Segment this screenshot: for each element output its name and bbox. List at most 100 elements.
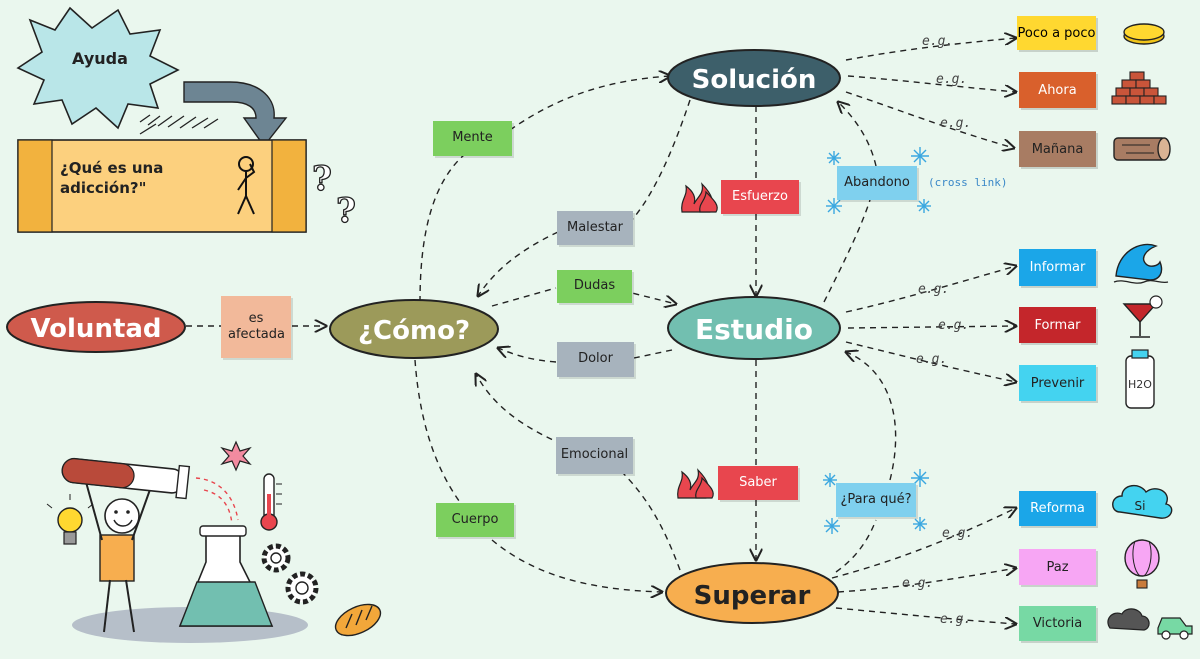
edge-abandono-solucion xyxy=(838,102,877,167)
link-esfuerzo-label: Esfuerzo xyxy=(732,188,788,204)
leaf-reforma-label: Reforma xyxy=(1030,501,1085,516)
edge-solucion-leaf1 xyxy=(845,38,1016,61)
link-dolor-label: Dolor xyxy=(578,351,613,367)
node-superar-label: Superar xyxy=(694,581,811,611)
leaf-informar[interactable]: Informar xyxy=(1019,249,1096,286)
sparkle-icons xyxy=(823,147,931,534)
eg-label: e.g. xyxy=(938,318,970,333)
eg-label: e.g. xyxy=(940,116,972,131)
link-para-que[interactable]: ¿Para qué? xyxy=(836,483,916,517)
eg-label: e.g. xyxy=(940,612,972,627)
cocktail-icon xyxy=(1122,295,1163,338)
edge-mente-solucion xyxy=(509,76,670,131)
edge-estudio-abandono xyxy=(823,199,871,303)
curved-arrow-icon xyxy=(183,81,288,148)
bread-icon xyxy=(334,603,382,637)
link-dolor[interactable]: Dolor xyxy=(557,342,634,377)
edge-emocional-como xyxy=(476,374,563,445)
leaf-informar-label: Informar xyxy=(1029,260,1086,275)
edge-como-dudas xyxy=(491,287,557,307)
leaf-manana[interactable]: Mañana xyxy=(1019,131,1096,167)
test-tube-icon xyxy=(61,457,191,500)
link-mente[interactable]: Mente xyxy=(433,121,512,156)
edge-superar-leaf1 xyxy=(831,508,1016,579)
leaf-formar[interactable]: Formar xyxy=(1019,307,1096,343)
question-card-text: ¿Qué es una adicción?" xyxy=(60,159,164,198)
edge-estudio-leaf3 xyxy=(845,341,1016,382)
link-abandono[interactable]: Abandono xyxy=(837,166,917,200)
leaf-paz-label: Paz xyxy=(1046,559,1069,575)
gear-icon xyxy=(261,543,319,605)
link-dudas-label: Dudas xyxy=(573,278,616,294)
eg-label: e.g. xyxy=(902,576,934,591)
hatch-marks xyxy=(139,114,219,135)
edge-superar-emocional xyxy=(619,469,681,571)
leaf-prevenir-label: Prevenir xyxy=(1030,375,1085,391)
link-es-afectada[interactable]: es afectada xyxy=(221,296,291,358)
help-badge: Ayuda xyxy=(16,6,180,130)
link-emocional[interactable]: Emocional xyxy=(556,437,633,474)
link-saber[interactable]: Saber xyxy=(718,466,798,500)
link-esfuerzo[interactable]: Esfuerzo xyxy=(721,180,799,214)
edge-superar-leaf3 xyxy=(835,607,1016,624)
link-dudas[interactable]: Dudas xyxy=(557,270,632,303)
water-bottle-label: H2O xyxy=(1128,378,1152,391)
svg-text:?: ? xyxy=(312,159,332,199)
bricks-icon xyxy=(1111,71,1167,105)
link-mente-label: Mente xyxy=(452,130,493,146)
fire-icon xyxy=(677,468,714,499)
link-malestar[interactable]: Malestar xyxy=(557,211,633,245)
link-cuerpo-label: Cuerpo xyxy=(451,511,499,527)
leaf-victoria-label: Victoria xyxy=(1032,616,1083,631)
leaf-paz[interactable]: Paz xyxy=(1019,549,1096,585)
edge-estudio-dolor xyxy=(633,349,673,359)
link-abandono-label: Abandono xyxy=(844,174,910,190)
thinking-person-icon xyxy=(237,156,256,215)
link-para-que-label: ¿Para qué? xyxy=(840,491,912,507)
link-cuerpo[interactable]: Cuerpo xyxy=(436,503,514,537)
science-illustration xyxy=(46,440,382,643)
eg-label: e.g. xyxy=(942,526,974,541)
edge-malestar-como xyxy=(478,231,559,296)
eg-label: e.g. xyxy=(922,34,954,49)
starburst-icon xyxy=(220,440,252,472)
water-bottle-icon xyxy=(1125,349,1155,409)
edge-paraque-estudio xyxy=(846,352,897,481)
node-solucion[interactable]: Solución xyxy=(667,49,841,107)
thermometer-icon xyxy=(260,473,282,531)
cloud-icon xyxy=(1112,485,1173,519)
eg-label: e.g. xyxy=(916,352,948,367)
node-estudio[interactable]: Estudio xyxy=(667,296,841,360)
leaf-reforma[interactable]: Reforma xyxy=(1019,491,1096,526)
edge-solucion-malestar xyxy=(629,99,691,223)
fire-icon xyxy=(681,182,718,213)
node-estudio-label: Estudio xyxy=(695,313,813,346)
cross-link-note: (cross link) xyxy=(928,176,1008,189)
leaf-victoria[interactable]: Victoria xyxy=(1019,606,1096,641)
node-como[interactable]: ¿Cómo? xyxy=(329,299,499,359)
node-superar[interactable]: Superar xyxy=(665,562,839,624)
edge-estudio-leaf2 xyxy=(847,326,1016,328)
edge-solucion-leaf3 xyxy=(845,91,1014,148)
leaf-manana-label: Mañana xyxy=(1031,141,1084,157)
leaf-ahora[interactable]: Ahora xyxy=(1019,72,1096,108)
leaf-prevenir[interactable]: Prevenir xyxy=(1019,365,1096,401)
node-voluntad[interactable]: Voluntad xyxy=(6,301,186,353)
eg-label: e.g. xyxy=(918,282,950,297)
edge-superar-leaf2 xyxy=(837,568,1016,593)
lightbulb-icon xyxy=(46,494,94,545)
log-icon xyxy=(1113,137,1171,161)
edge-como-mente xyxy=(419,149,471,303)
edge-como-cuerpo xyxy=(414,359,471,516)
leaf-ahora-label: Ahora xyxy=(1038,82,1077,98)
link-emocional-label: Emocional xyxy=(560,447,629,463)
coin-icon xyxy=(1123,23,1165,45)
hot-air-balloon-icon xyxy=(1124,539,1160,589)
leaf-poco-a-poco[interactable]: Poco a poco xyxy=(1017,16,1096,50)
connectors xyxy=(186,38,1016,624)
flask-icon xyxy=(178,525,274,627)
edge-superar-paraque xyxy=(835,519,877,573)
node-solucion-label: Solución xyxy=(692,65,817,95)
smiling-scientist-icon xyxy=(85,481,153,633)
